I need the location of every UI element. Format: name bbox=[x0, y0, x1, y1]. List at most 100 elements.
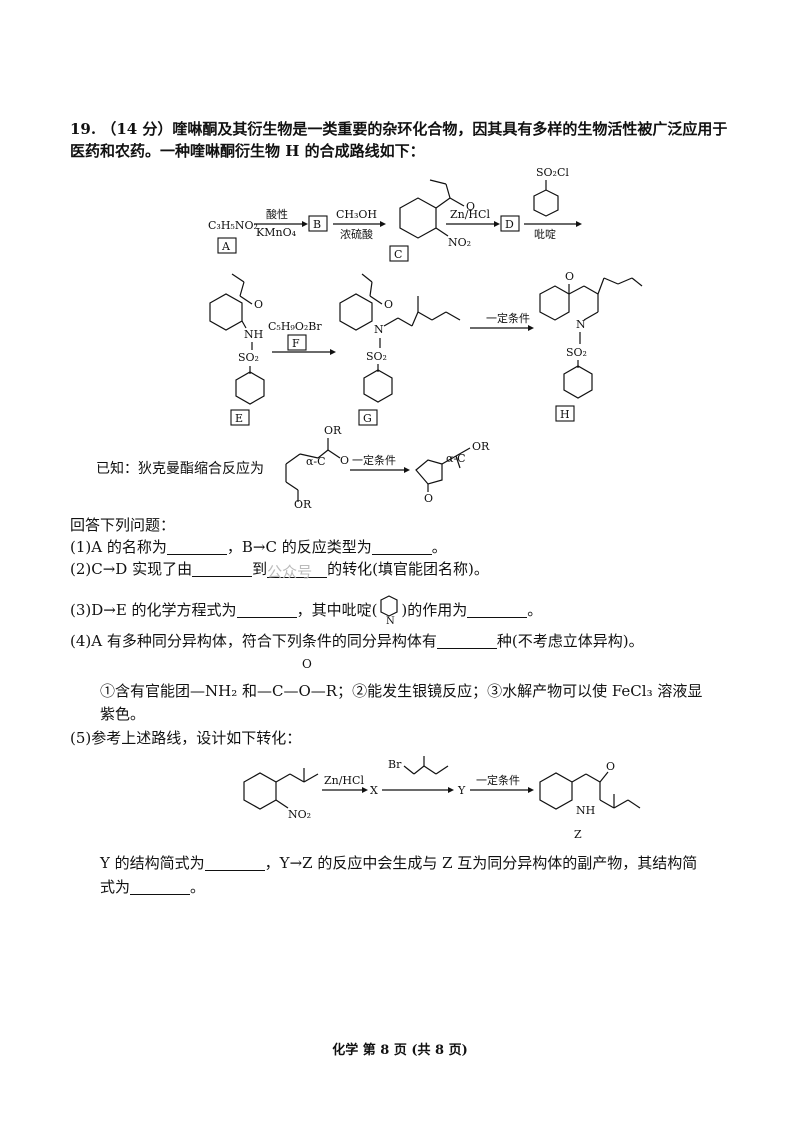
q3-blank-2[interactable] bbox=[467, 601, 528, 618]
q4-conditions-2: 紫色。 bbox=[100, 705, 146, 723]
known-or2: OR bbox=[294, 498, 312, 511]
box-e: E bbox=[235, 412, 243, 425]
box-d-frame bbox=[500, 215, 520, 232]
arrow-b-c-head bbox=[380, 221, 386, 227]
arrow-d-e-head bbox=[576, 221, 582, 227]
q4-o-label: O bbox=[302, 657, 312, 671]
pyridine-n: N bbox=[386, 616, 395, 624]
box-f: F bbox=[292, 337, 300, 350]
question-5: (5)参考上述路线，设计如下转化： bbox=[70, 729, 302, 747]
svg-text:O: O bbox=[254, 298, 263, 311]
q4-blank[interactable] bbox=[436, 632, 497, 649]
q4-cond-a: ①含有官能团—NH₂ 和 bbox=[100, 682, 257, 700]
cond1-bottom: KMnO₄ bbox=[256, 226, 297, 239]
q2-blank-1[interactable] bbox=[192, 560, 253, 577]
q4-ester: —C—O—R bbox=[257, 682, 338, 700]
q5-o: O bbox=[606, 760, 615, 773]
q2-part-a: (2)C→D 实现了由 bbox=[70, 560, 193, 578]
q5-cond2: 一定条件 bbox=[476, 773, 520, 787]
question-1: (1)A 的名称为，B→C 的反应类型为。 bbox=[70, 536, 447, 558]
q2-blank-2[interactable]: 公众号 bbox=[267, 561, 328, 581]
q4-part-a: (4)A 有多种同分异构体，符合下列条件的同分异构体有 bbox=[70, 632, 437, 650]
arrow-a-b-head bbox=[302, 221, 308, 227]
cond1-top: 酸性 bbox=[266, 207, 288, 221]
q3-part-c: )的作用为 bbox=[401, 601, 468, 619]
q1-part-a: (1)A 的名称为 bbox=[70, 538, 167, 556]
box-g: G bbox=[363, 412, 372, 425]
question-4: (4)A 有多种同分异构体，符合下列条件的同分异构体有 种(不考虑立体异构)。 bbox=[70, 630, 644, 652]
known-alpha2: α-C bbox=[446, 452, 466, 465]
question-header: 19. （14 分）喹啉酮及其衍生物是一类重要的杂环化合物，因其具有多样的生物活… bbox=[70, 118, 727, 140]
cond2-bottom: 浓硫酸 bbox=[340, 227, 373, 241]
box-h-frame bbox=[555, 405, 575, 422]
q1-part-c: 。 bbox=[431, 538, 447, 556]
pyridine-icon: N bbox=[380, 595, 399, 627]
dieckmann-reactant: OR O α-C OR bbox=[285, 424, 349, 511]
q5-arrow-1-head bbox=[362, 787, 368, 793]
formula-a: C₃H₅NO₂ bbox=[208, 219, 258, 232]
q5-arrow-2-head bbox=[448, 787, 454, 793]
q5-reagent: Br bbox=[388, 756, 449, 775]
page-footer: 化学 第 8 页 (共 8 页) bbox=[332, 1043, 468, 1058]
known-o1: O bbox=[340, 454, 349, 467]
known-arrow-head bbox=[404, 467, 410, 473]
cond2-top: CH₃OH bbox=[336, 208, 377, 221]
q4-cond-b: ；②能发生银镜反应；③水解产物可以使 FeCl₃ 溶液显 bbox=[337, 682, 703, 700]
known-alpha1: α-C bbox=[306, 455, 326, 468]
arrow-e-g-head bbox=[330, 349, 336, 355]
arrow-c-d-head bbox=[494, 221, 500, 227]
q5-arrow-3-head bbox=[528, 787, 534, 793]
question-2: (2)C→D 实现了由 到公众号的转化(填官能团名称)。 bbox=[70, 558, 489, 581]
compound-h: O N SO₂ bbox=[539, 270, 643, 399]
q4-part-b: 种(不考虑立体异构)。 bbox=[496, 632, 644, 650]
so2-h: SO₂ bbox=[566, 346, 587, 359]
known-cond: 一定条件 bbox=[352, 453, 396, 467]
q3-part-d: 。 bbox=[527, 601, 543, 619]
question-header-2: 医药和农药。一种喹啉酮衍生物 H 的合成路线如下： bbox=[70, 140, 425, 162]
q5-text-b: ，Y→Z 的反应中会生成与 Z 互为同分异构体的副产物，其结构简 bbox=[264, 854, 698, 872]
q5-scheme: NO₂ Zn/HCl X Br Y 一定条件 O NH Z bbox=[243, 756, 641, 841]
q3-part-a: (3)D→E 的化学方程式为 bbox=[70, 601, 237, 619]
o-h: O bbox=[565, 270, 574, 283]
box-c: C bbox=[394, 248, 402, 261]
cond5: 一定条件 bbox=[486, 311, 530, 325]
q5-blank-1[interactable] bbox=[204, 854, 265, 871]
known-o2: O bbox=[424, 492, 433, 505]
question-header-text: 19. （14 分）喹啉酮及其衍生物是一类重要的杂环化合物，因其具有多样的生物活… bbox=[70, 120, 728, 138]
dieckmann-product: OR α-C O bbox=[415, 440, 490, 505]
so2-g: SO₂ bbox=[366, 350, 387, 363]
q2-watermark: 公众号 bbox=[267, 563, 313, 581]
svg-text:O: O bbox=[466, 200, 475, 213]
q3-blank-1[interactable] bbox=[236, 601, 297, 618]
q5-start-compound: NO₂ bbox=[243, 768, 319, 821]
box-f-frame bbox=[287, 334, 307, 351]
n-h: N bbox=[576, 318, 586, 331]
box-c-frame bbox=[389, 245, 409, 262]
question-3: (3)D→E 的化学方程式为 ，其中吡啶( N )的作用为 。 bbox=[70, 594, 543, 627]
q2-part-c: 的转化(填官能团名称)。 bbox=[327, 560, 489, 578]
box-b-frame bbox=[308, 215, 328, 232]
box-g-frame bbox=[358, 409, 378, 426]
q5-no2: NO₂ bbox=[288, 808, 311, 821]
q5-br: Br bbox=[388, 758, 402, 771]
q5-question: Y 的结构简式为，Y→Z 的反应中会生成与 Z 互为同分异构体的副产物，其结构简 bbox=[100, 852, 697, 874]
q5-cond1: Zn/HCl bbox=[324, 774, 364, 787]
so2cl: SO₂Cl bbox=[536, 168, 569, 179]
q1-blank-2[interactable] bbox=[371, 538, 432, 555]
compound-c: O NO₂ bbox=[399, 179, 475, 249]
arrow-g-h-head bbox=[528, 325, 534, 331]
svg-text:O: O bbox=[384, 298, 393, 311]
q1-blank-1[interactable] bbox=[166, 538, 227, 555]
q5-blank-2[interactable] bbox=[130, 878, 191, 895]
box-e-frame bbox=[230, 409, 250, 426]
q3-part-b: ，其中吡啶( bbox=[296, 601, 378, 619]
q4-carbonyl-o: O bbox=[100, 652, 312, 675]
known-label: 已知：狄克曼酯缩合反应为 bbox=[96, 460, 264, 477]
synthesis-scheme: C₃H₅NO₂ A 酸性 KMnO₄ B CH₃OH 浓硫酸 O NO₂ C Z… bbox=[96, 168, 643, 511]
q2-part-b: 到 bbox=[252, 560, 268, 578]
q5-text-c: 式为 bbox=[100, 878, 131, 896]
benzenesulfonyl-chloride: SO₂Cl bbox=[533, 168, 569, 217]
q5-nh: NH bbox=[576, 804, 595, 817]
q5-z: Z bbox=[574, 828, 582, 841]
box-b: B bbox=[313, 218, 321, 231]
